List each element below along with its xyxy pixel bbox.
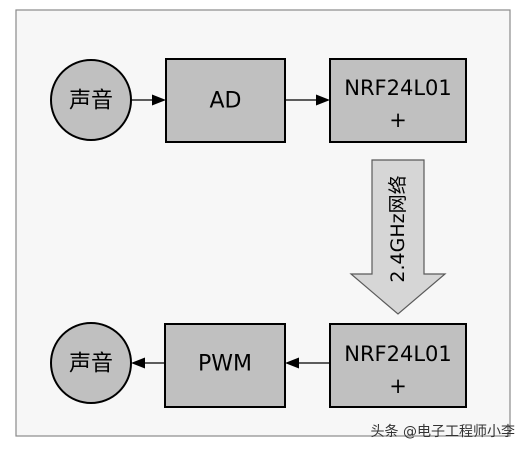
nrf-receive-block: [329, 323, 467, 408]
edge-pwm-to-sound-arrowhead: [131, 357, 145, 369]
nrf-receive-plus: +: [389, 374, 407, 398]
sound-input-label: 声音: [69, 89, 113, 114]
edge-ad-to-nrf-arrowhead: [316, 94, 330, 106]
sound-output-node: [50, 322, 132, 404]
nrf-transmit-plus: +: [389, 108, 407, 132]
nrf-transmit-label: NRF24L01: [344, 76, 452, 100]
watermark-text: 头条 @电子工程师小李: [370, 424, 515, 440]
nrf-transmit-block: [329, 58, 467, 143]
nrf-receive-label: NRF24L01: [344, 342, 452, 366]
pwm-label: PWM: [198, 352, 252, 377]
pwm-block: [164, 323, 286, 408]
wireless-link-arrow: [349, 159, 447, 315]
edge-nrf-to-pwm-arrowhead: [285, 357, 299, 369]
wireless-link-label: 2.4GHz网络: [387, 175, 409, 282]
ad-block: [165, 58, 286, 143]
edge-sound-to-ad-arrowhead: [152, 94, 166, 106]
ad-label: AD: [210, 89, 242, 114]
sound-output-label: 声音: [69, 352, 113, 377]
